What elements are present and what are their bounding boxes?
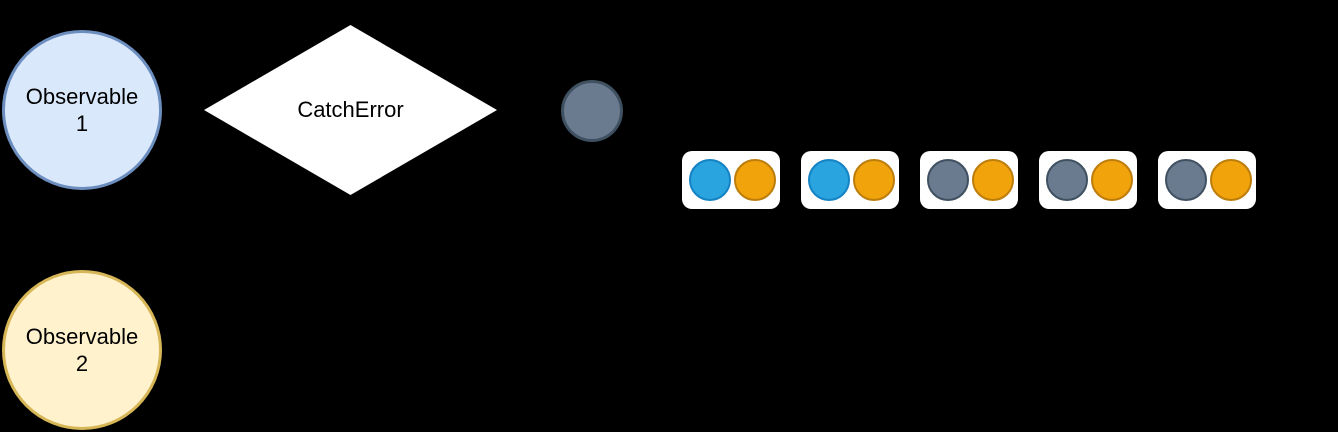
observable-2-node: Observable 2: [2, 270, 162, 430]
orange-marble-icon: [1091, 159, 1133, 201]
catcherror-label: CatchError: [297, 97, 404, 122]
orange-marble-icon: [734, 159, 776, 201]
observable-2-label: Observable 2: [25, 324, 139, 376]
emission-group: [682, 151, 780, 209]
orange-marble-icon: [853, 159, 895, 201]
emission-groups-row: [682, 151, 1256, 209]
error-marble-icon: [561, 80, 623, 142]
emission-group: [801, 151, 899, 209]
emission-group: [1039, 151, 1137, 209]
orange-marble-icon: [1210, 159, 1252, 201]
emission-group: [1158, 151, 1256, 209]
catcherror-operator-node: CatchError: [204, 25, 497, 195]
blue-marble-icon: [808, 159, 850, 201]
observable-1-node: Observable 1: [2, 30, 162, 190]
gray-marble-icon: [1046, 159, 1088, 201]
gray-marble-icon: [927, 159, 969, 201]
observable-1-label: Observable 1: [25, 84, 139, 136]
emission-group: [920, 151, 1018, 209]
gray-marble-icon: [1165, 159, 1207, 201]
blue-marble-icon: [689, 159, 731, 201]
orange-marble-icon: [972, 159, 1014, 201]
